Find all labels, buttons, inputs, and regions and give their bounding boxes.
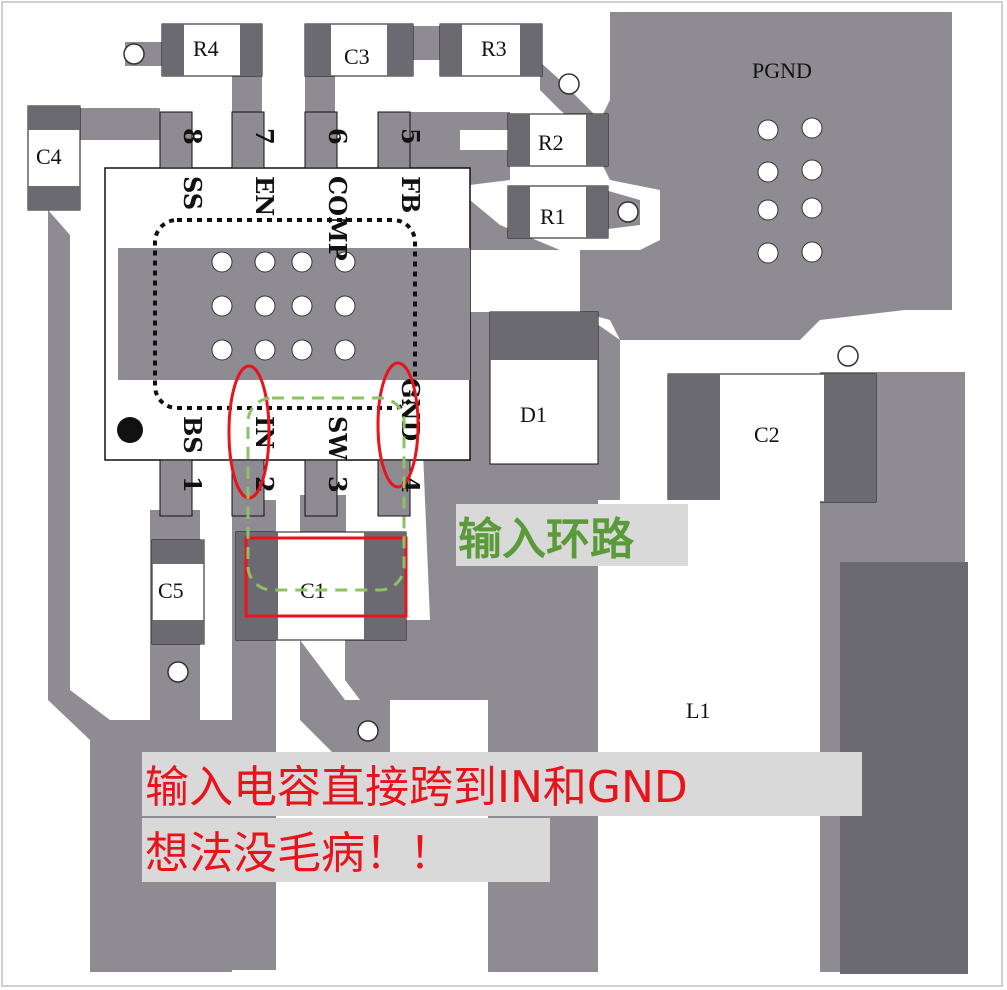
ic-body <box>104 167 471 461</box>
c4-label: C4 <box>36 144 62 169</box>
gnd-pin-highlight <box>376 361 420 489</box>
pin-bs-label: BS <box>178 416 207 454</box>
component-c1: C1 <box>235 531 407 641</box>
input-loop-label: 输入环路 <box>458 514 635 565</box>
component-c4: C4 <box>27 105 81 211</box>
comment-line2-bg <box>142 818 550 882</box>
comment-line2: 想法没毛病！！ <box>145 828 453 879</box>
pin1-marker <box>117 417 143 443</box>
pin-1-number: 1 <box>178 476 207 493</box>
pin-in-label: IN <box>250 416 279 449</box>
component-r4: R4 <box>161 23 263 77</box>
pin-gnd-label: GND <box>396 378 425 441</box>
component-l1: L1 <box>598 500 968 974</box>
component-c2: C2 <box>667 373 877 503</box>
pin-6-number: 6 <box>323 128 352 145</box>
input-loop-outline <box>246 396 406 592</box>
r1-label: R1 <box>540 204 566 229</box>
l1-label: L1 <box>686 698 710 723</box>
component-c5: C5 <box>151 539 205 645</box>
ic-bottom-pins: BS IN SW GND 1 2 3 4 <box>159 378 425 517</box>
comment-line1-bg <box>142 752 862 816</box>
misc-vias <box>123 43 859 742</box>
pgnd-vias <box>757 117 823 264</box>
pin-4-number: 4 <box>396 476 425 493</box>
pin-fb-label: FB <box>396 176 425 213</box>
pgnd-label: PGND <box>752 58 812 83</box>
d1-label: D1 <box>520 402 547 427</box>
pin-5-number: 5 <box>396 128 425 145</box>
pin-2-number: 2 <box>250 476 279 493</box>
r2-label: R2 <box>538 130 564 155</box>
input-loop-label-bg <box>456 504 688 566</box>
r4-label: R4 <box>193 36 219 61</box>
pin-8-number: 8 <box>178 128 207 145</box>
comment-line1: 输入电容直接跨到IN和GND <box>145 762 688 813</box>
component-d1: D1 <box>489 311 599 465</box>
c2-label: C2 <box>754 422 780 447</box>
component-c3: C3 <box>304 23 414 77</box>
pin-3-number: 3 <box>323 476 352 493</box>
r3-label: R3 <box>481 36 507 61</box>
component-r2: R2 <box>507 113 609 167</box>
c3-label: C3 <box>344 44 370 69</box>
c1-highlight-box <box>244 536 408 618</box>
pin-sw-label: SW <box>323 416 352 461</box>
c5-label: C5 <box>158 578 184 603</box>
component-r1: R1 <box>507 185 609 239</box>
pin-en-label: EN <box>250 176 279 216</box>
pin-comp-label: COMP <box>323 176 352 261</box>
ic-top-pins: 8 7 6 5 SS EN COMP FB <box>159 111 425 261</box>
pin-ss-label: SS <box>178 176 207 210</box>
component-r3: R3 <box>439 23 543 77</box>
pin-7-number: 7 <box>250 128 279 145</box>
